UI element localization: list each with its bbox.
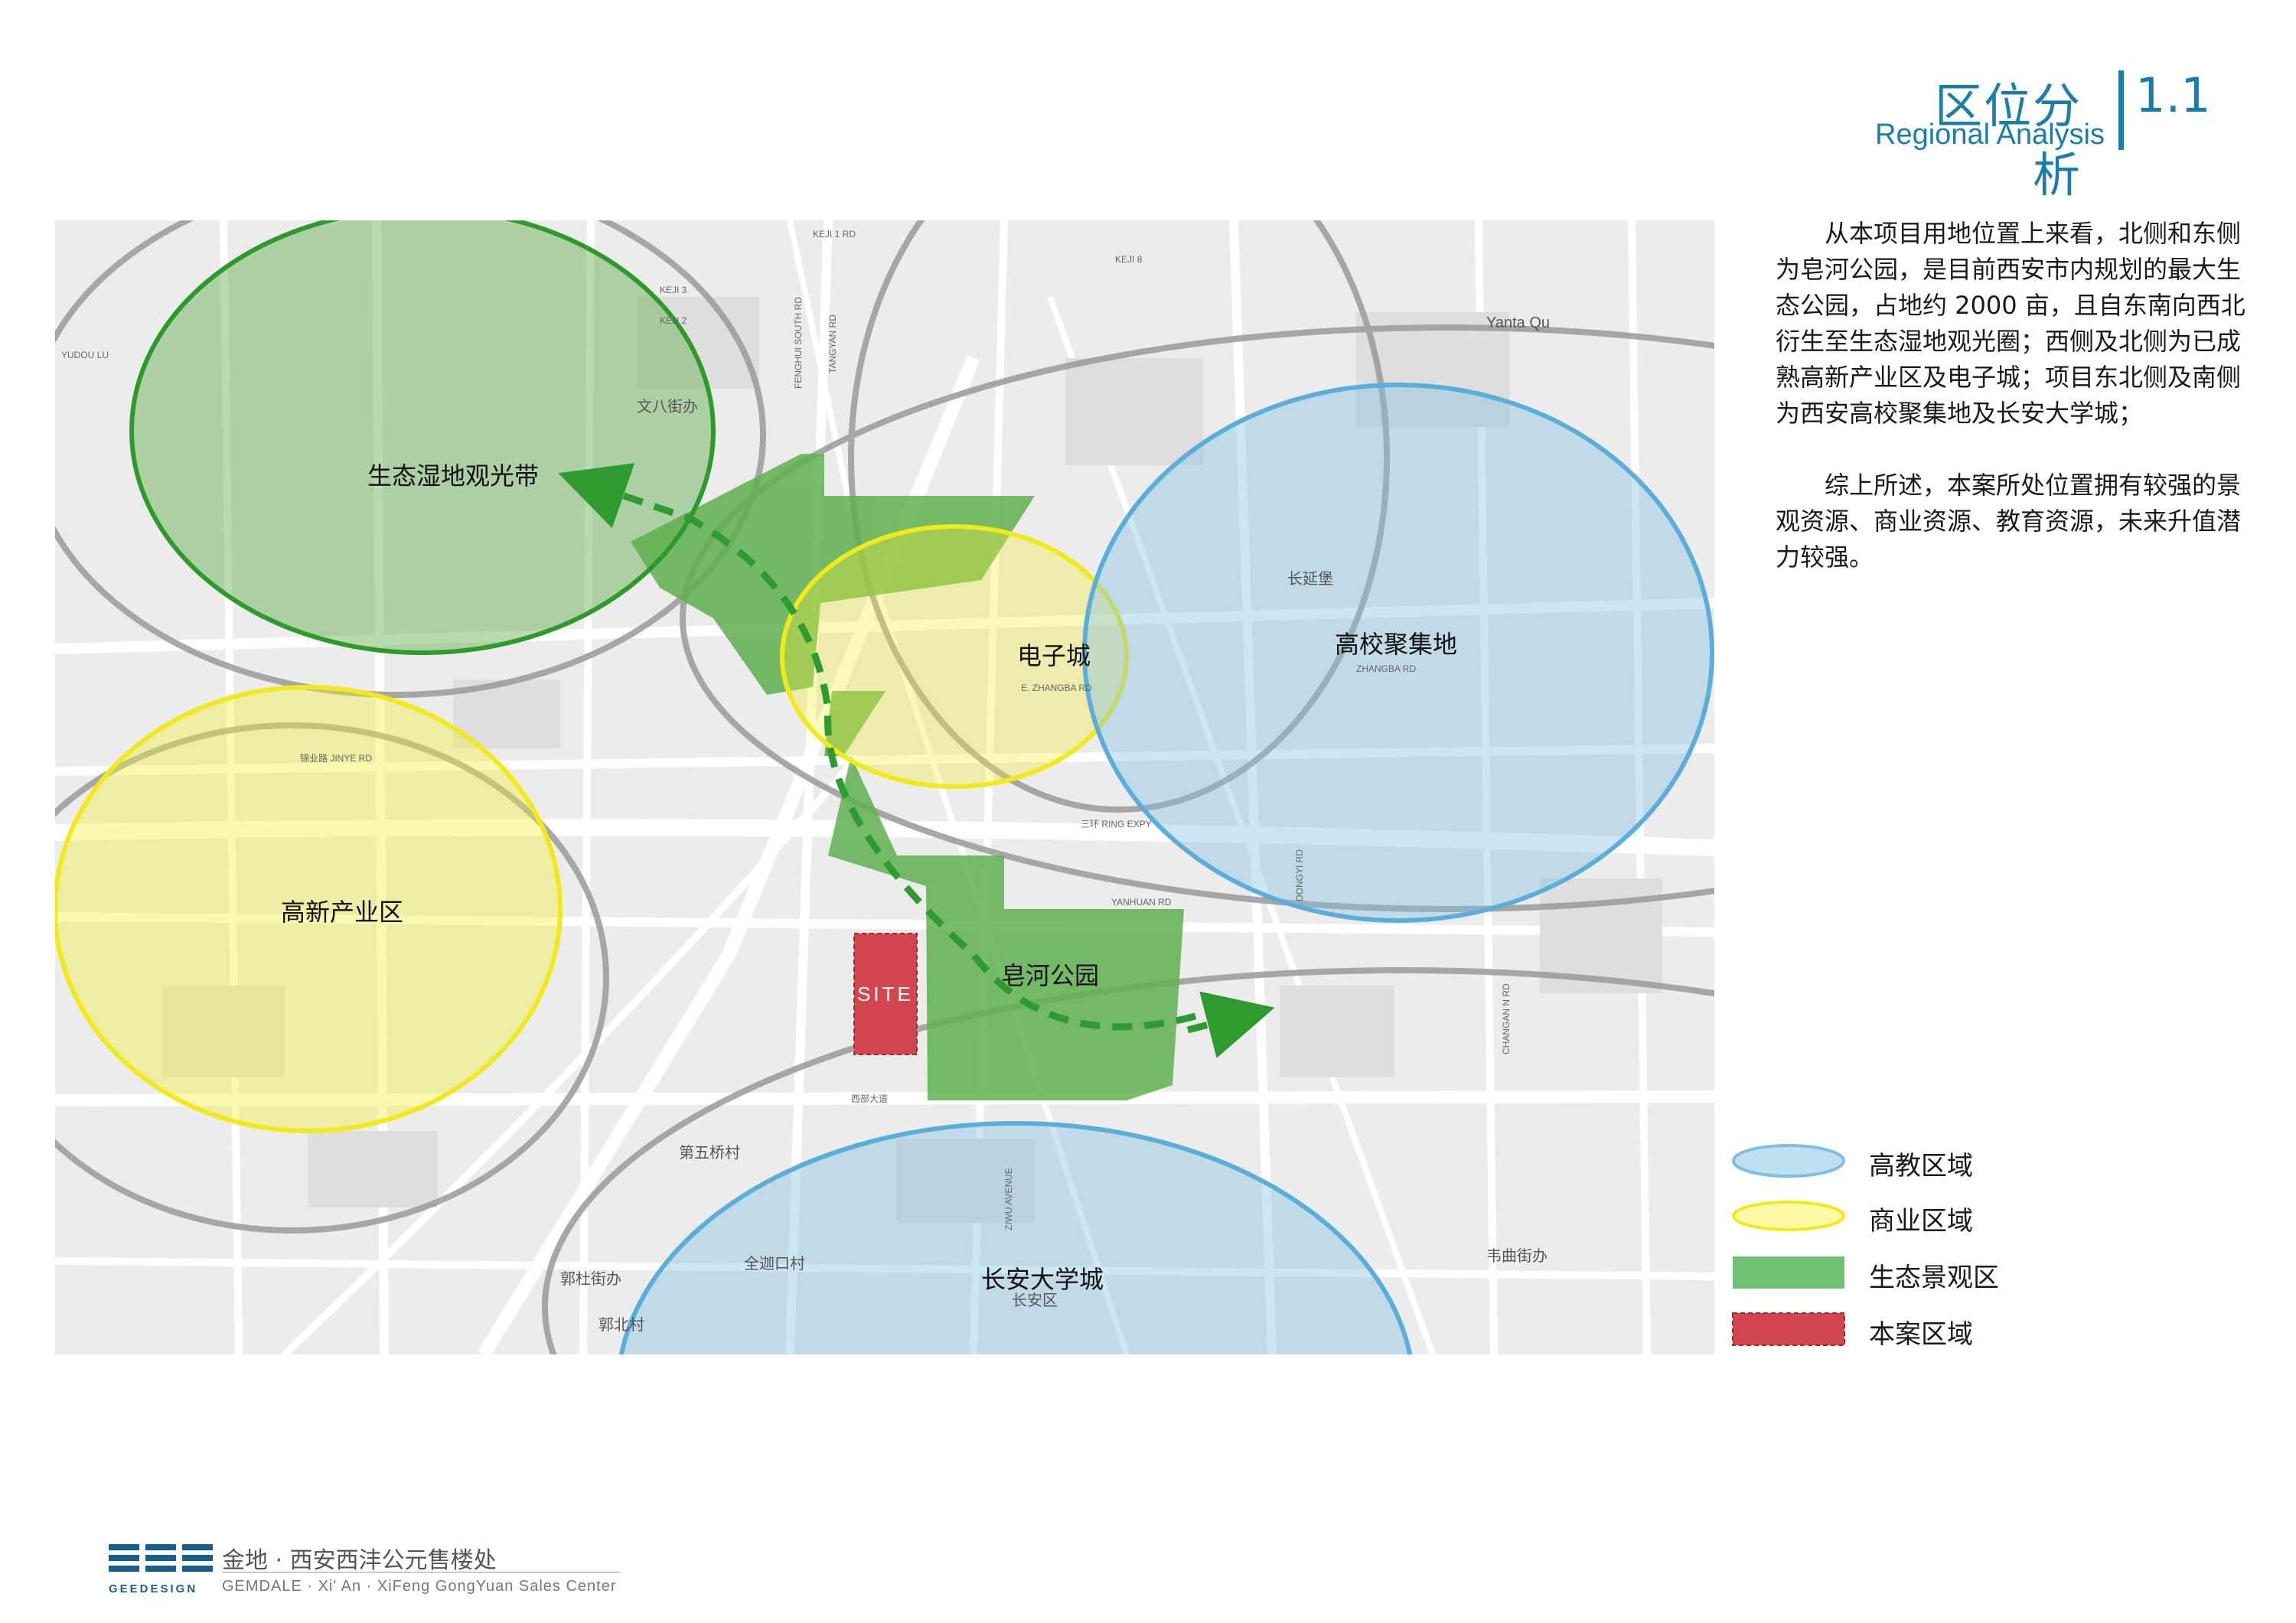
- eco-link-arrow: [558, 463, 1197, 1031]
- road-yanhuan: YANHUAN RD: [1111, 897, 1172, 908]
- legend-swatch-blue: [1732, 1144, 1845, 1178]
- road-ring-expy: 三环 RING EXPY: [1081, 819, 1152, 829]
- road-fenghui: FENGHUI SOUTH RD: [793, 297, 804, 389]
- ring-roads: [55, 220, 1714, 1354]
- road-keji1: KEJI 1 RD: [813, 229, 856, 240]
- road-yudou: YUDOU LU: [61, 350, 109, 360]
- place-quanhekou: 全迦口村: [744, 1254, 805, 1273]
- ecological-corridor: [631, 454, 1184, 1100]
- label-universities: 高校聚集地: [1335, 630, 1457, 659]
- description-text: 从本项目用地位置上来看，北侧和东侧为皂河公园，是目前西安市内规划的最大生态公园，…: [1776, 216, 2250, 575]
- footer-project-en: GEMDALE · Xi' An · XiFeng GongYuan Sales…: [222, 1578, 617, 1595]
- legend-label: 商业区域: [1869, 1206, 1973, 1237]
- place-changan: 长安区: [1012, 1291, 1058, 1309]
- title-divider: [2118, 70, 2124, 150]
- place-weiqu: 韦曲街办: [1486, 1247, 1548, 1265]
- footer-brand: GEEDESIGN: [109, 1582, 198, 1595]
- road-zhangba: E. ZHANGBA RD: [1021, 683, 1092, 693]
- road-keji3: KEJI 3: [660, 285, 687, 295]
- place-yanta: Yanta Qu: [1486, 314, 1550, 331]
- road-ziwu: ZIWU AVENUE: [1003, 1168, 1014, 1230]
- regional-map: 生态湿地观光带 高新产业区 电子城 高校聚集地 皂河公园 长安大学城 SITE …: [55, 220, 1714, 1354]
- road-zhangba-e: ZHANGBA RD: [1356, 663, 1416, 674]
- electronics-zone: [780, 524, 1129, 789]
- road-keji8: KEJI 8: [1115, 254, 1143, 265]
- place-guobei: 郭北村: [598, 1315, 644, 1334]
- footer-project-cn: 金地 · 西安西沣公元售楼处: [222, 1547, 497, 1574]
- place-diwuqiao: 第五桥村: [679, 1143, 740, 1162]
- chang-an-university-zone: [618, 1121, 1413, 1354]
- section-number: 1.1: [2135, 67, 2211, 123]
- road-dongyi: DONGYI RD: [1294, 849, 1305, 901]
- wetland-zone: [129, 220, 716, 655]
- road-xibu: 西部大道: [851, 1093, 888, 1104]
- legend-swatch-red: [1732, 1312, 1845, 1346]
- place-guodu: 郭杜街办: [560, 1269, 621, 1288]
- page-title-cn: 区位分析: [1934, 78, 2082, 203]
- high-tech-zone: [55, 685, 563, 1133]
- label-park: 皂河公园: [1001, 961, 1099, 990]
- label-site: SITE: [857, 983, 914, 1005]
- university-zone: [1082, 383, 1714, 923]
- label-wetland: 生态湿地观光带: [367, 461, 539, 490]
- page-title-en: Regional Analysis: [1875, 119, 2105, 151]
- road-changan-n: CHANGAN N RD: [1501, 983, 1512, 1054]
- legend-label: 高教区域: [1869, 1151, 1973, 1181]
- description-paragraph: 综上所述，本案所处位置拥有较强的景观资源、商业资源、教育资源，未来升值潜力较强。: [1776, 471, 2242, 572]
- legend-swatch-green: [1733, 1256, 1844, 1289]
- road-keji2: KEJI 2: [660, 315, 687, 326]
- label-electronics: 电子城: [1017, 641, 1091, 670]
- place-changyanbao: 长延堡: [1287, 569, 1333, 588]
- site-block: [853, 933, 918, 1055]
- road-jinye: 锦业路 JINYE RD: [300, 752, 372, 764]
- map-canvas: 生态湿地观光带 高新产业区 电子城 高校聚集地 皂河公园 长安大学城 SITE …: [55, 220, 1714, 1354]
- label-chang-an-uni: 长安大学城: [981, 1265, 1104, 1294]
- park-arrow: [1186, 991, 1275, 1058]
- label-high-tech: 高新产业区: [281, 898, 403, 927]
- legend-label: 本案区域: [1869, 1319, 1973, 1350]
- geedesign-logo: [109, 1544, 213, 1572]
- description-paragraph: 从本项目用地位置上来看，北侧和东侧为皂河公园，是目前西安市内规划的最大生态公园，…: [1776, 219, 2245, 428]
- place-wenba: 文八街办: [637, 397, 698, 416]
- city-blocks: [162, 297, 1662, 1223]
- legend-swatch-yellow: [1732, 1201, 1845, 1231]
- legend-label: 生态景观区: [1869, 1263, 1999, 1293]
- road-tangyan: TANGYAN RD: [827, 314, 838, 373]
